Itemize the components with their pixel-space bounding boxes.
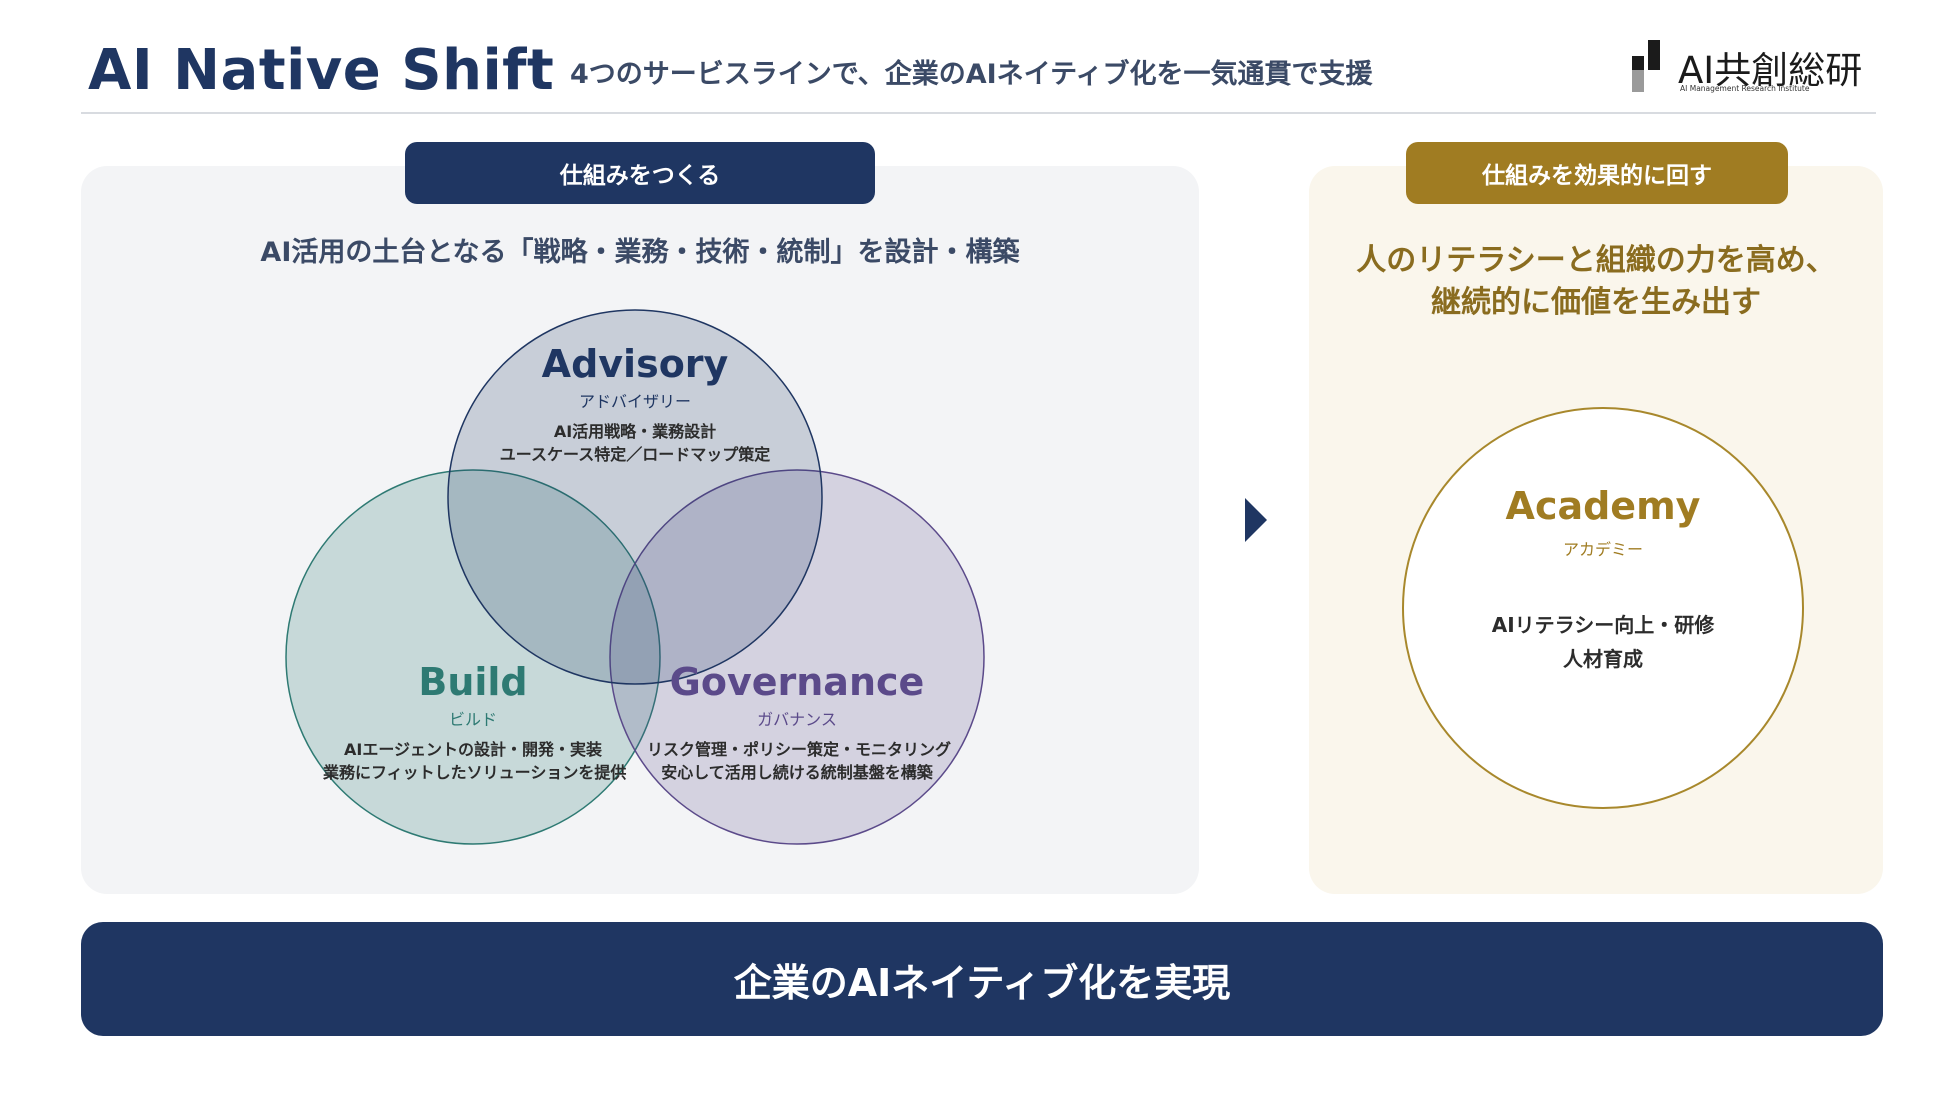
advisory-description: AI活用戦略・業務設計 ユースケース特定／ロードマップ策定	[435, 420, 835, 466]
governance-desc-line1: リスク管理・ポリシー策定・モニタリング	[647, 740, 952, 759]
governance-kana: ガバナンス	[757, 710, 837, 729]
build-title: Build	[418, 660, 528, 704]
governance-label: Governance ガバナンス リスク管理・ポリシー策定・モニタリング 安心し…	[647, 660, 952, 784]
build-desc-line2: 業務にフィットしたソリューションを提供	[323, 763, 627, 782]
academy-desc-line2: 人材育成	[1563, 647, 1643, 671]
academy-title: Academy	[1505, 484, 1701, 528]
arrow-right-icon	[1245, 498, 1267, 542]
advisory-desc-line1: AI活用戦略・業務設計	[553, 422, 717, 441]
governance-description: リスク管理・ポリシー策定・モニタリング 安心して活用し続ける統制基盤を構築	[647, 738, 952, 784]
logo-mark-icon	[1632, 40, 1672, 96]
header-divider	[81, 112, 1876, 114]
academy-circle	[1402, 407, 1804, 809]
goal-banner: 企業のAIネイティブ化を実現	[81, 922, 1883, 1036]
advisory-label: Advisory アドバイザリー AI活用戦略・業務設計 ユースケース特定／ロー…	[435, 342, 835, 466]
operate-caption-line2: 継続的に価値を生み出す	[1431, 285, 1761, 320]
page-title: AI Native Shift	[88, 38, 555, 103]
advisory-kana: アドバイザリー	[578, 392, 691, 411]
page-subtitle: 4つのサービスラインで、企業のAIネイティブ化を一気通貫で支援	[570, 59, 1373, 90]
operate-caption-line1: 人のリテラシーと組織の力を高め、	[1356, 243, 1836, 278]
governance-title: Governance	[669, 660, 925, 704]
operate-section-pill: 仕組みを効果的に回す	[1406, 142, 1788, 204]
build-desc-line1: AIエージェントの設計・開発・実装	[343, 740, 603, 759]
build-kana: ビルド	[448, 710, 497, 729]
logo-subtext: AI Management Research Institute	[1680, 84, 1810, 93]
build-section-pill: 仕組みをつくる	[405, 142, 875, 204]
advisory-title: Advisory	[541, 342, 729, 386]
academy-desc-line1: AIリテラシー向上・研修	[1491, 613, 1715, 637]
build-label: Build ビルド AIエージェントの設計・開発・実装 業務にフィットしたソリュ…	[323, 660, 627, 784]
academy-description: AIリテラシー向上・研修 人材育成	[1402, 608, 1804, 676]
advisory-desc-line2: ユースケース特定／ロードマップ策定	[499, 445, 771, 464]
operate-section-caption: 人のリテラシーと組織の力を高め、 継続的に価値を生み出す	[1309, 240, 1883, 324]
build-description: AIエージェントの設計・開発・実装 業務にフィットしたソリューションを提供	[323, 738, 627, 784]
build-section-caption: AI活用の土台となる「戦略・業務・技術・統制」を設計・構築	[260, 237, 1020, 268]
company-logo: AI共創総研 AI Management Research Institute	[1632, 40, 1882, 96]
governance-desc-line2: 安心して活用し続ける統制基盤を構築	[661, 763, 933, 782]
logo-text: AI共創総研	[1678, 49, 1863, 92]
academy-kana: アカデミー	[1562, 540, 1643, 559]
build-framework-panel	[81, 166, 1199, 894]
